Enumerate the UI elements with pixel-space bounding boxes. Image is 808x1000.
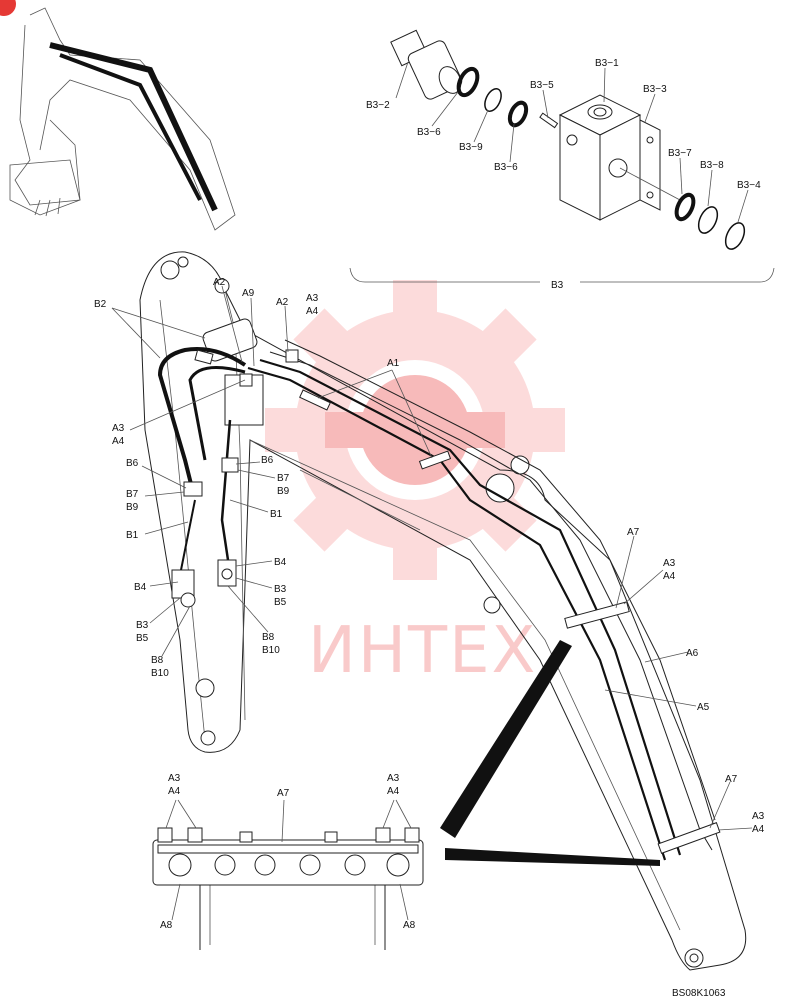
label-a4-left: A4: [112, 436, 125, 447]
label-b9-left: B9: [126, 502, 139, 513]
b3-5-pin: [539, 112, 559, 129]
label-b1-mid: B1: [270, 509, 283, 520]
pipe-clamp-a1-1: [299, 389, 331, 411]
label-b3-6-a: B3−6: [417, 127, 441, 138]
label-b3-7: B3−7: [668, 148, 692, 159]
b3-6-o-ring-lower: [507, 100, 529, 128]
label-b9-mid: B9: [277, 486, 290, 497]
label-b3-4: B3−4: [737, 180, 761, 191]
label-b10-mid: B10: [262, 645, 280, 656]
label-a4-right-2: A4: [752, 824, 765, 835]
label-b7-mid: B7: [277, 473, 290, 484]
b3-group-bracket: [349, 267, 775, 283]
label-b3-6-b: B3−6: [494, 162, 518, 173]
label-detail-a3-left: A3: [168, 773, 181, 784]
boom-pipes: [239, 339, 721, 861]
label-detail-a8-left: A8: [160, 920, 173, 931]
zoom-wedge-lower: [445, 848, 660, 866]
leader-lines: [111, 285, 753, 831]
label-b3-mid: B3: [274, 584, 287, 595]
b3-2-elbow-fitting: [390, 29, 463, 100]
label-b4-left: B4: [134, 582, 147, 593]
label-a2-left: A2: [213, 277, 226, 288]
label-a5: A5: [697, 702, 710, 713]
boom-assembly: [139, 251, 747, 971]
label-a4-top: A4: [306, 306, 319, 317]
a7-clamp-detail: [152, 799, 424, 950]
label-detail-a4-right: A4: [387, 786, 400, 797]
label-b5-left: B5: [136, 633, 149, 644]
label-b3-2: B3−2: [366, 100, 390, 111]
b3-6-o-ring-upper: [456, 66, 480, 98]
hose-fitting-b6-mid: [221, 457, 239, 473]
hose-fitting-b6-left: [183, 481, 203, 497]
label-b3-3: B3−3: [643, 84, 667, 95]
label-b6-left: B6: [126, 458, 139, 469]
label-b3-1: B3−1: [595, 58, 619, 69]
label-detail-a7: A7: [277, 788, 290, 799]
label-b4-mid: B4: [274, 557, 287, 568]
b3-9-backup-ring: [484, 87, 502, 113]
label-b3-8: B3−8: [700, 160, 724, 171]
label-b8-mid: B8: [262, 632, 275, 643]
label-a7-lower: A7: [725, 774, 738, 785]
label-b3-9: B3−9: [459, 142, 483, 153]
label-a9: A9: [242, 288, 255, 299]
pipe-clamp-a7-upper: [564, 601, 630, 629]
gear-watermark-icon: [265, 280, 565, 580]
b3-8-backup-ring: [697, 206, 719, 234]
label-detail-a3-right: A3: [387, 773, 400, 784]
zoom-wedge-upper: [440, 640, 572, 838]
label-b3-group: B3: [551, 280, 564, 291]
label-b6-mid: B6: [261, 455, 274, 466]
label-b8-left: B8: [151, 655, 164, 666]
label-a3-left: A3: [112, 423, 125, 434]
label-b10-left: B10: [151, 668, 169, 679]
label-a4-right-1: A4: [663, 571, 676, 582]
drawing-code: BS08K1063: [672, 988, 726, 999]
watermark: ИНТЕХ: [265, 280, 565, 688]
label-a7-upper: A7: [627, 527, 640, 538]
b3-4-snap-ring: [724, 222, 746, 250]
pipe-clamp-a7-lower: [657, 822, 721, 854]
watermark-text: ИНТЕХ: [308, 614, 537, 688]
label-a2-right: A2: [276, 297, 289, 308]
boom-hoses: [157, 347, 247, 608]
label-a3-right-1: A3: [663, 558, 676, 569]
label-detail-a4-left: A4: [168, 786, 181, 797]
part-labels: B3−1 B3−2 B3−3 B3−4 B3−5 B3−6 B3−9 B3−6 …: [94, 58, 765, 931]
excavator-thumbnail: [9, 7, 236, 231]
pipe-clamp-a1-2: [418, 450, 452, 470]
b3-fitting-detail: [349, 29, 775, 283]
label-a6: A6: [686, 648, 699, 659]
label-b3-5: B3−5: [530, 80, 554, 91]
red-circle-marker-icon: [0, 0, 16, 16]
label-b7-left: B7: [126, 489, 139, 500]
label-a3-top: A3: [306, 293, 319, 304]
label-b5-mid: B5: [274, 597, 287, 608]
b3-3-flange-plate: [639, 119, 661, 211]
label-b2: B2: [94, 299, 107, 310]
label-b3-left: B3: [136, 620, 149, 631]
b3-1-valve-block: [558, 94, 642, 221]
b3-7-o-ring: [674, 192, 696, 222]
label-detail-a8-right: A8: [403, 920, 416, 931]
label-a3-right-2: A3: [752, 811, 765, 822]
label-a1: A1: [387, 358, 400, 369]
label-b1-left: B1: [126, 530, 139, 541]
